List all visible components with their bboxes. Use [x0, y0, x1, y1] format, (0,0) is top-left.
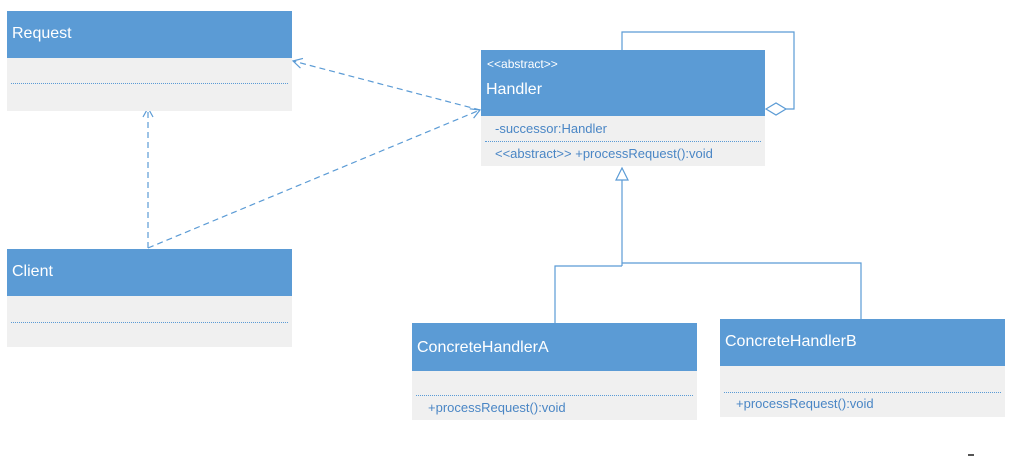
generalization-b — [622, 262, 862, 319]
class-concrete-handler-a-separator — [416, 395, 693, 396]
class-handler-separator — [485, 141, 761, 142]
class-handler-name: Handler — [486, 81, 543, 98]
aggregation-diamond — [764, 102, 788, 116]
class-request[interactable]: Request — [7, 11, 292, 111]
class-concrete-handler-b[interactable]: ConcreteHandlerB +processRequest():void — [720, 319, 1005, 417]
class-client-header: Client — [7, 249, 292, 296]
class-handler-operation: <<abstract>> +processRequest():void — [495, 146, 713, 161]
class-handler-header: <<abstract>> Handler — [481, 50, 765, 116]
class-concrete-handler-b-name: ConcreteHandlerB — [725, 333, 857, 350]
class-handler[interactable]: <<abstract>> Handler -successor:Handler … — [481, 50, 765, 166]
class-client-separator — [11, 322, 288, 323]
class-concrete-handler-b-header: ConcreteHandlerB — [720, 319, 1005, 366]
class-concrete-handler-a[interactable]: ConcreteHandlerA +processRequest():void — [412, 323, 697, 420]
class-handler-stereotype: <<abstract>> — [487, 57, 558, 71]
class-handler-attribute: -successor:Handler — [495, 121, 607, 136]
class-concrete-handler-b-separator — [724, 392, 1001, 393]
class-concrete-handler-a-operation: +processRequest():void — [428, 400, 566, 415]
class-concrete-handler-a-name: ConcreteHandlerA — [417, 339, 549, 356]
generalization-a — [554, 265, 622, 323]
class-client[interactable]: Client — [7, 249, 292, 347]
stray-mark — [968, 454, 974, 456]
dependency-handler-request — [291, 57, 481, 111]
class-concrete-handler-a-header: ConcreteHandlerA — [412, 323, 697, 371]
dependency-client-handler — [147, 108, 482, 249]
class-client-name: Client — [12, 263, 53, 280]
class-request-name: Request — [12, 25, 72, 42]
aggregation-self-handler — [621, 31, 795, 110]
class-request-separator — [11, 83, 288, 84]
generalization-triangle — [615, 166, 629, 181]
class-concrete-handler-b-operation: +processRequest():void — [736, 396, 874, 411]
class-request-header: Request — [7, 11, 292, 58]
